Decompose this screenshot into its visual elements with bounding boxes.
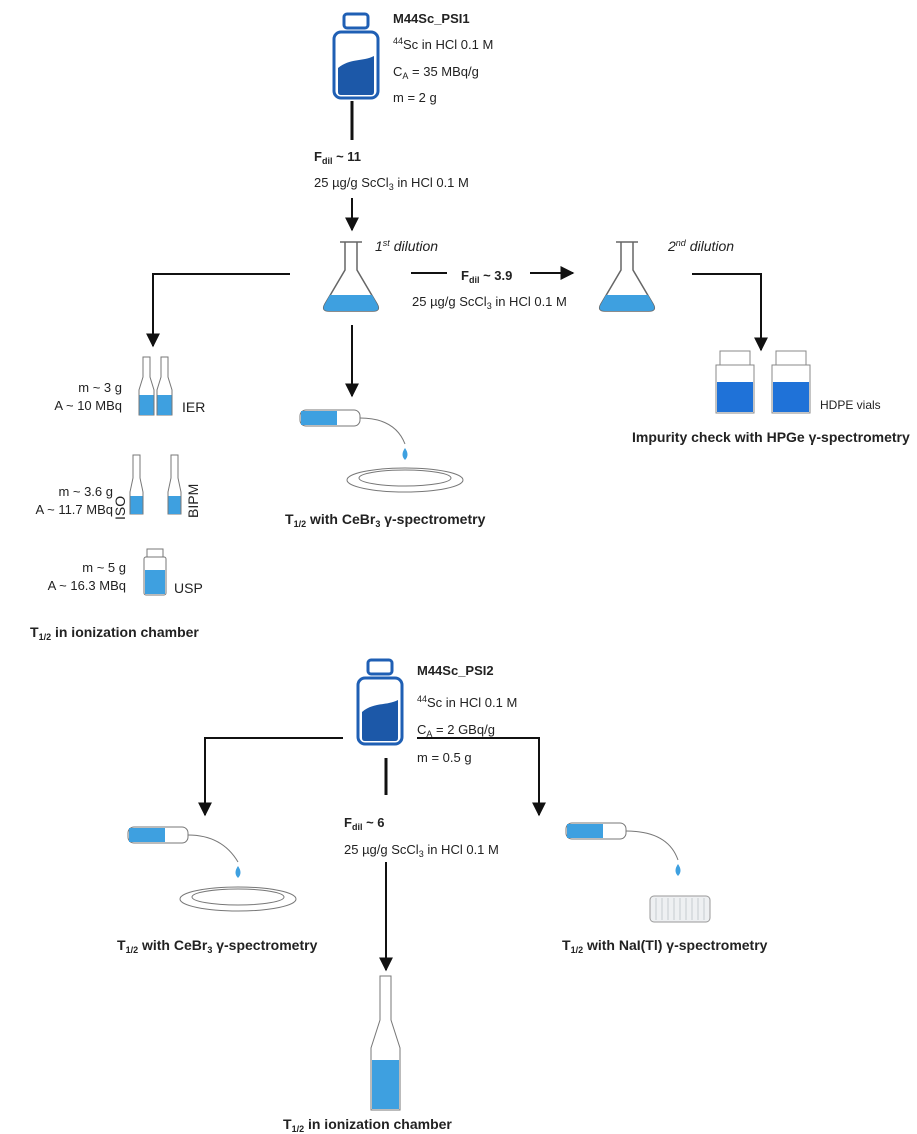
usp-mass: m ~ 5 g bbox=[82, 560, 126, 575]
ampoules-ier-icon bbox=[138, 356, 173, 416]
ier-label: IER bbox=[182, 399, 206, 415]
ier-activity: A ~ 10 MBq bbox=[54, 398, 122, 413]
caption-ionization-chamber-2: T1/2 in ionization chamber bbox=[283, 1116, 452, 1134]
iso-mass: m ~ 3.6 g bbox=[58, 484, 113, 499]
iso-activity: A ~ 11.7 MBq bbox=[35, 502, 113, 517]
dilution-solvent-1: 25 µg/g ScCl3 in HCl 0.1 M bbox=[314, 175, 469, 192]
arrow-to-cebr3-2 bbox=[198, 737, 343, 817]
arrow-to-hdpe bbox=[692, 273, 768, 352]
dilution-factor-2: Fdil ~ 3.9 bbox=[461, 268, 513, 285]
source1-name: M44Sc_PSI1 bbox=[393, 11, 470, 26]
nai-detector-setup-icon bbox=[565, 822, 711, 923]
caption-impurity-check: Impurity check with HPGe γ-spectrometry bbox=[632, 429, 910, 445]
cebr3-detector-setup-2-icon bbox=[127, 826, 297, 912]
cebr3-detector-setup-1-icon bbox=[299, 409, 464, 493]
source2-name: M44Sc_PSI2 bbox=[417, 663, 494, 678]
ier-mass: m ~ 3 g bbox=[78, 380, 122, 395]
caption-cebr3-1: T1/2 with CeBr3 γ-spectrometry bbox=[285, 511, 486, 529]
source2-mass: m = 0.5 g bbox=[417, 750, 472, 765]
source1-solution: 44Sc in HCl 0.1 M bbox=[393, 36, 494, 52]
hdpe-vials-label: HDPE vials bbox=[820, 398, 881, 412]
source1-mass: m = 2 g bbox=[393, 90, 437, 105]
flask-1st-dilution-icon bbox=[322, 241, 380, 312]
vial-usp-icon bbox=[143, 548, 167, 596]
usp-activity: A ~ 16.3 MBq bbox=[47, 578, 126, 593]
flask2-label: 2nd dilution bbox=[668, 238, 735, 254]
source1-activity-concentration: CA = 35 MBq/g bbox=[393, 64, 479, 81]
source-bottle-psi2-icon bbox=[356, 658, 404, 746]
dilution-factor-3: Fdil ~ 6 bbox=[344, 815, 385, 832]
flask1-label: 1st dilution bbox=[375, 238, 439, 254]
ampoule-ionization-icon bbox=[370, 975, 401, 1111]
bipm-label: BIPM bbox=[185, 483, 201, 518]
hdpe-vials-icon bbox=[715, 350, 811, 414]
arrow-to-ampoules bbox=[146, 273, 290, 348]
ampoules-iso-bipm-icon bbox=[129, 454, 182, 515]
source2-solution: 44Sc in HCl 0.1 M bbox=[417, 694, 518, 710]
arrow-to-nai bbox=[417, 737, 546, 817]
flask-2nd-dilution-icon bbox=[598, 241, 656, 312]
caption-cebr3-2: T1/2 with CeBr3 γ-spectrometry bbox=[117, 937, 318, 955]
usp-label: USP bbox=[174, 580, 203, 596]
iso-label: ISO bbox=[112, 495, 128, 520]
source2-activity-concentration: CA = 2 GBq/g bbox=[417, 722, 495, 739]
dilution-factor-1: Fdil ~ 11 bbox=[314, 149, 362, 166]
caption-ionization-chamber-1: T1/2 in ionization chamber bbox=[30, 624, 199, 642]
caption-nai: T1/2 with NaI(Tl) γ-spectrometry bbox=[562, 937, 768, 955]
dilution-solvent-3: 25 µg/g ScCl3 in HCl 0.1 M bbox=[344, 842, 499, 859]
source-bottle-psi1-icon bbox=[332, 12, 380, 100]
dilution-solvent-2: 25 µg/g ScCl3 in HCl 0.1 M bbox=[412, 294, 567, 311]
